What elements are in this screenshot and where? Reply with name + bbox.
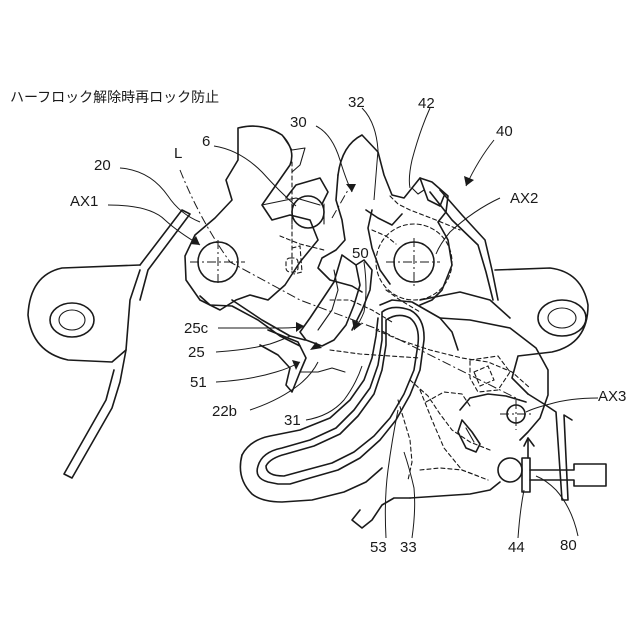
label-30: 30: [290, 114, 307, 131]
label-L: L: [174, 145, 182, 162]
label-22b: 22b: [212, 403, 237, 420]
catch-50: [300, 255, 372, 346]
label-31: 31: [284, 412, 301, 429]
label-50: 50: [352, 245, 369, 262]
label-42: 42: [418, 95, 435, 112]
label-6: 6: [202, 133, 210, 150]
label-53: 53: [370, 539, 387, 556]
label-ax1: AX1: [70, 193, 98, 210]
left-mount-hole: [50, 303, 94, 337]
label-25c: 25c: [184, 320, 209, 337]
base-plate: [28, 190, 588, 500]
ax3-assembly: [458, 394, 606, 492]
label-ax2: AX2: [510, 190, 538, 207]
label-44: 44: [508, 539, 525, 556]
hidden-outlines: [280, 162, 530, 480]
label-32: 32: [348, 94, 365, 111]
label-33: 33: [400, 539, 417, 556]
reference-labels: AX1 20 6 L 30 32 42 40 AX2 50 25c 25 51 …: [70, 94, 626, 556]
pin-80-head: [498, 458, 522, 482]
latch-20: [185, 126, 320, 346]
lever-30-40: [318, 135, 548, 440]
label-25: 25: [188, 344, 205, 361]
figure-title: ハーフロック解除時再ロック防止: [10, 90, 219, 106]
label-ax3: AX3: [598, 388, 626, 405]
right-mount-hole: [538, 300, 586, 336]
label-40: 40: [496, 123, 513, 140]
label-51: 51: [190, 374, 207, 391]
label-80: 80: [560, 537, 577, 554]
label-20: 20: [94, 157, 111, 174]
pawl-44: [522, 458, 530, 492]
